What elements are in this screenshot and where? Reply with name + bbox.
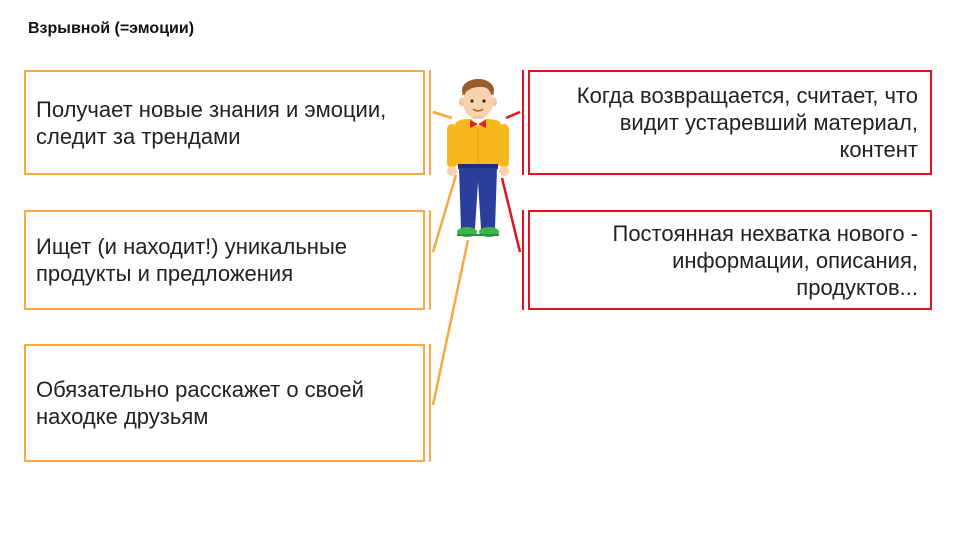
box-text-line: продуктов... bbox=[796, 274, 918, 300]
positive-trait-box: Обязательно расскажет о своей находке др… bbox=[24, 344, 431, 462]
box-text-line: Получает новые знания и эмоции, bbox=[36, 96, 387, 122]
negative-trait-box: Когда возвращается, считает, что видит у… bbox=[522, 70, 932, 175]
box-text-line: Когда возвращается, считает, что bbox=[576, 83, 918, 108]
negative-trait-box: Постоянная нехватка нового - информации,… bbox=[522, 210, 932, 310]
box-text-line: находке друзьям bbox=[36, 404, 209, 429]
positive-trait-box: Получает новые знания и эмоции, следит з… bbox=[24, 70, 431, 175]
page-title: Взрывной (=эмоции) bbox=[28, 20, 195, 37]
positive-trait-box: Ищет (и находит!) уникальные продукты и … bbox=[24, 210, 431, 310]
connector-line bbox=[500, 177, 522, 253]
bowtie-icon bbox=[470, 120, 486, 128]
connector-line bbox=[431, 239, 470, 406]
person-icon bbox=[447, 78, 509, 237]
box-text-line: продукты и предложения bbox=[36, 261, 294, 286]
connector-line bbox=[505, 110, 521, 120]
box-text-line: Ищет (и находит!) уникальные bbox=[36, 234, 348, 259]
box-text-line: Обязательно расскажет о своей bbox=[36, 377, 364, 402]
connector-line bbox=[432, 110, 453, 120]
box-text-line: видит устаревший материал, bbox=[619, 110, 918, 135]
box-text-line: Постоянная нехватка нового - bbox=[612, 220, 919, 246]
box-text-line: контент bbox=[839, 137, 918, 162]
box-text-line: информации, описания, bbox=[672, 247, 918, 273]
box-text-line: следит за трендами bbox=[36, 123, 241, 149]
connector-line bbox=[431, 174, 458, 253]
